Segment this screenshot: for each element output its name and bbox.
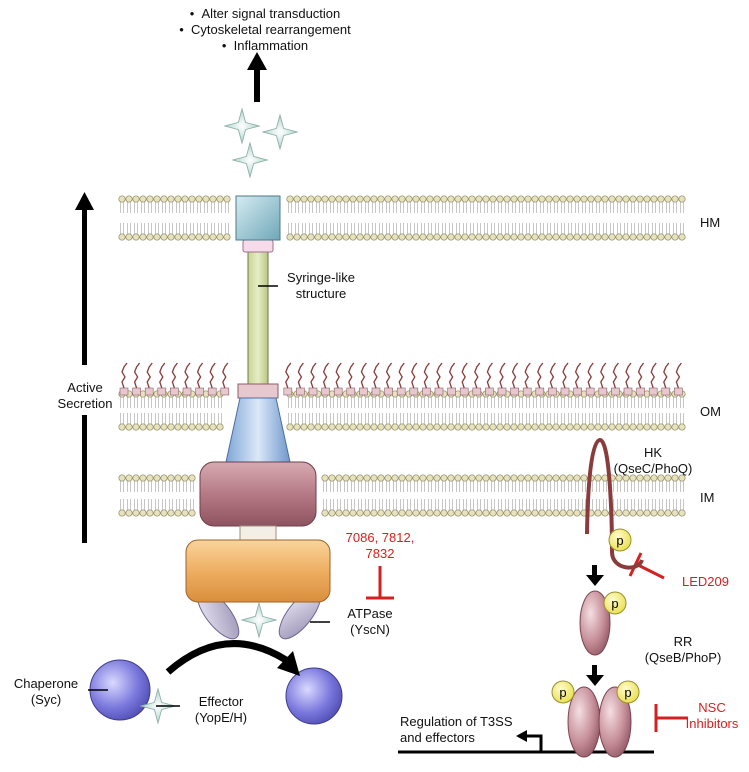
om-label: OM — [700, 404, 721, 419]
phosphotransfer-arrow — [586, 565, 604, 586]
phospho-label: p — [624, 685, 631, 700]
phospho-label: p — [611, 596, 618, 611]
secretion-output-arrow — [247, 52, 267, 102]
atpase-inhibitors-label: 7086, 7812,7832 — [345, 530, 415, 561]
translocon-tip — [235, 195, 281, 241]
effector-label: Effector(YopE/H) — [194, 694, 248, 725]
hk-sensor-kinase — [585, 437, 644, 570]
needle-collar — [242, 239, 274, 253]
effector-star-icon — [241, 602, 277, 638]
effector-star-icon — [262, 114, 298, 150]
downstream-effects-list: Alter signal transduction Cytoskeletal r… — [150, 6, 380, 54]
outer-membrane-bilayer — [118, 390, 686, 431]
effect-item: Inflammation — [150, 38, 380, 54]
led209-label: LED209 — [682, 574, 729, 589]
effector-star-icon — [232, 142, 268, 178]
phospho-label: p — [559, 685, 566, 700]
rr-response-regulator — [579, 590, 611, 656]
im-label: IM — [700, 490, 715, 505]
atpase-complex — [185, 539, 331, 603]
active-secretion-arrow — [75, 192, 94, 543]
chaperone-release-arrow — [165, 640, 300, 676]
atpase-inhibitor-bar — [366, 566, 394, 600]
atpase-label: ATPase(YscN) — [347, 606, 393, 637]
dimerization-arrow — [586, 665, 604, 686]
lps-chains — [119, 362, 683, 396]
outer-ring-funnel — [225, 397, 291, 463]
free-chaperone — [285, 667, 343, 725]
transcription-start-arrow — [516, 730, 543, 752]
host-membrane-bilayer — [118, 195, 686, 241]
rr-label: RR(QseB/PhoP) — [644, 634, 722, 665]
phospho-group — [551, 680, 575, 704]
rr-dimer-right — [598, 686, 632, 758]
effector-star-icon — [224, 108, 260, 144]
chaperone-label: Chaperone(Syc) — [13, 676, 79, 707]
phospho-label: p — [616, 533, 623, 548]
needle-shaft — [247, 251, 269, 385]
basal-ring — [199, 461, 317, 527]
phospho-group — [616, 680, 640, 704]
effect-item: Alter signal transduction — [150, 6, 380, 22]
effect-item: Cytoskeletal rearrangement — [150, 22, 380, 38]
hm-label: HM — [700, 215, 721, 230]
t3ss-injectisome — [185, 195, 331, 640]
phospho-group — [603, 591, 627, 615]
nsc-inhibitor-bar — [654, 704, 688, 732]
phospho-group — [608, 528, 632, 552]
hk-label: HK(QseC/PhoQ) — [613, 445, 693, 476]
